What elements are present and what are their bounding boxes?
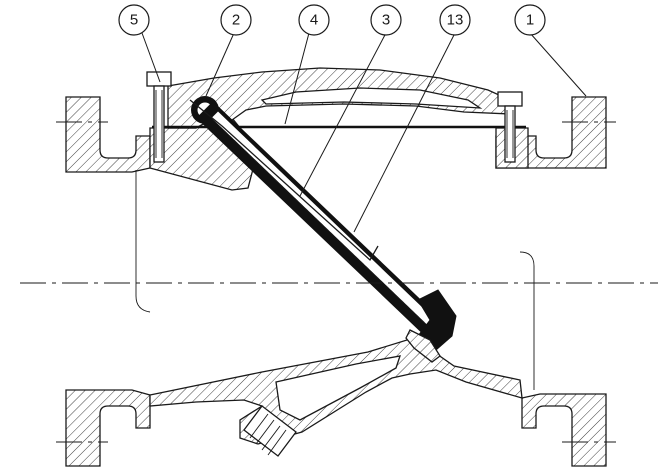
leader-5 (141, 32, 161, 83)
right-flange-bottom (521, 393, 607, 467)
disc-hinge-arm (189, 99, 379, 262)
disc-end-cap (417, 289, 457, 351)
bonnet-cover-cavity (260, 87, 483, 109)
callout-4: 4 (298, 4, 330, 36)
seat-ring (405, 329, 441, 363)
inner-passage-left (135, 170, 151, 313)
body-lower-branch-cavity (275, 355, 401, 421)
callout-1-label: 1 (526, 12, 534, 29)
callout-13: 13 (439, 4, 471, 36)
callout-3: 3 (370, 4, 402, 36)
callout-5-label: 5 (130, 12, 138, 29)
left-flange-top (65, 96, 151, 173)
callout-5: 5 (118, 4, 150, 36)
left-bolt (146, 71, 172, 163)
leader-1 (529, 32, 587, 97)
callout-4-label: 4 (310, 12, 318, 29)
right-bolt (497, 91, 523, 163)
callout-2-label: 2 (232, 12, 240, 29)
callout-13-label: 13 (447, 12, 464, 29)
callout-3-label: 3 (382, 12, 390, 29)
callout-1: 1 (514, 4, 546, 36)
leader-3 (299, 32, 387, 197)
callout-2: 2 (220, 4, 252, 36)
drain-plug (243, 405, 297, 457)
left-flange-bottom (65, 389, 151, 467)
leader-13 (353, 32, 456, 233)
disc-steel-insert (210, 110, 437, 328)
leader-4 (284, 32, 310, 125)
inner-passage-right (519, 251, 535, 390)
leader-2 (205, 32, 235, 97)
